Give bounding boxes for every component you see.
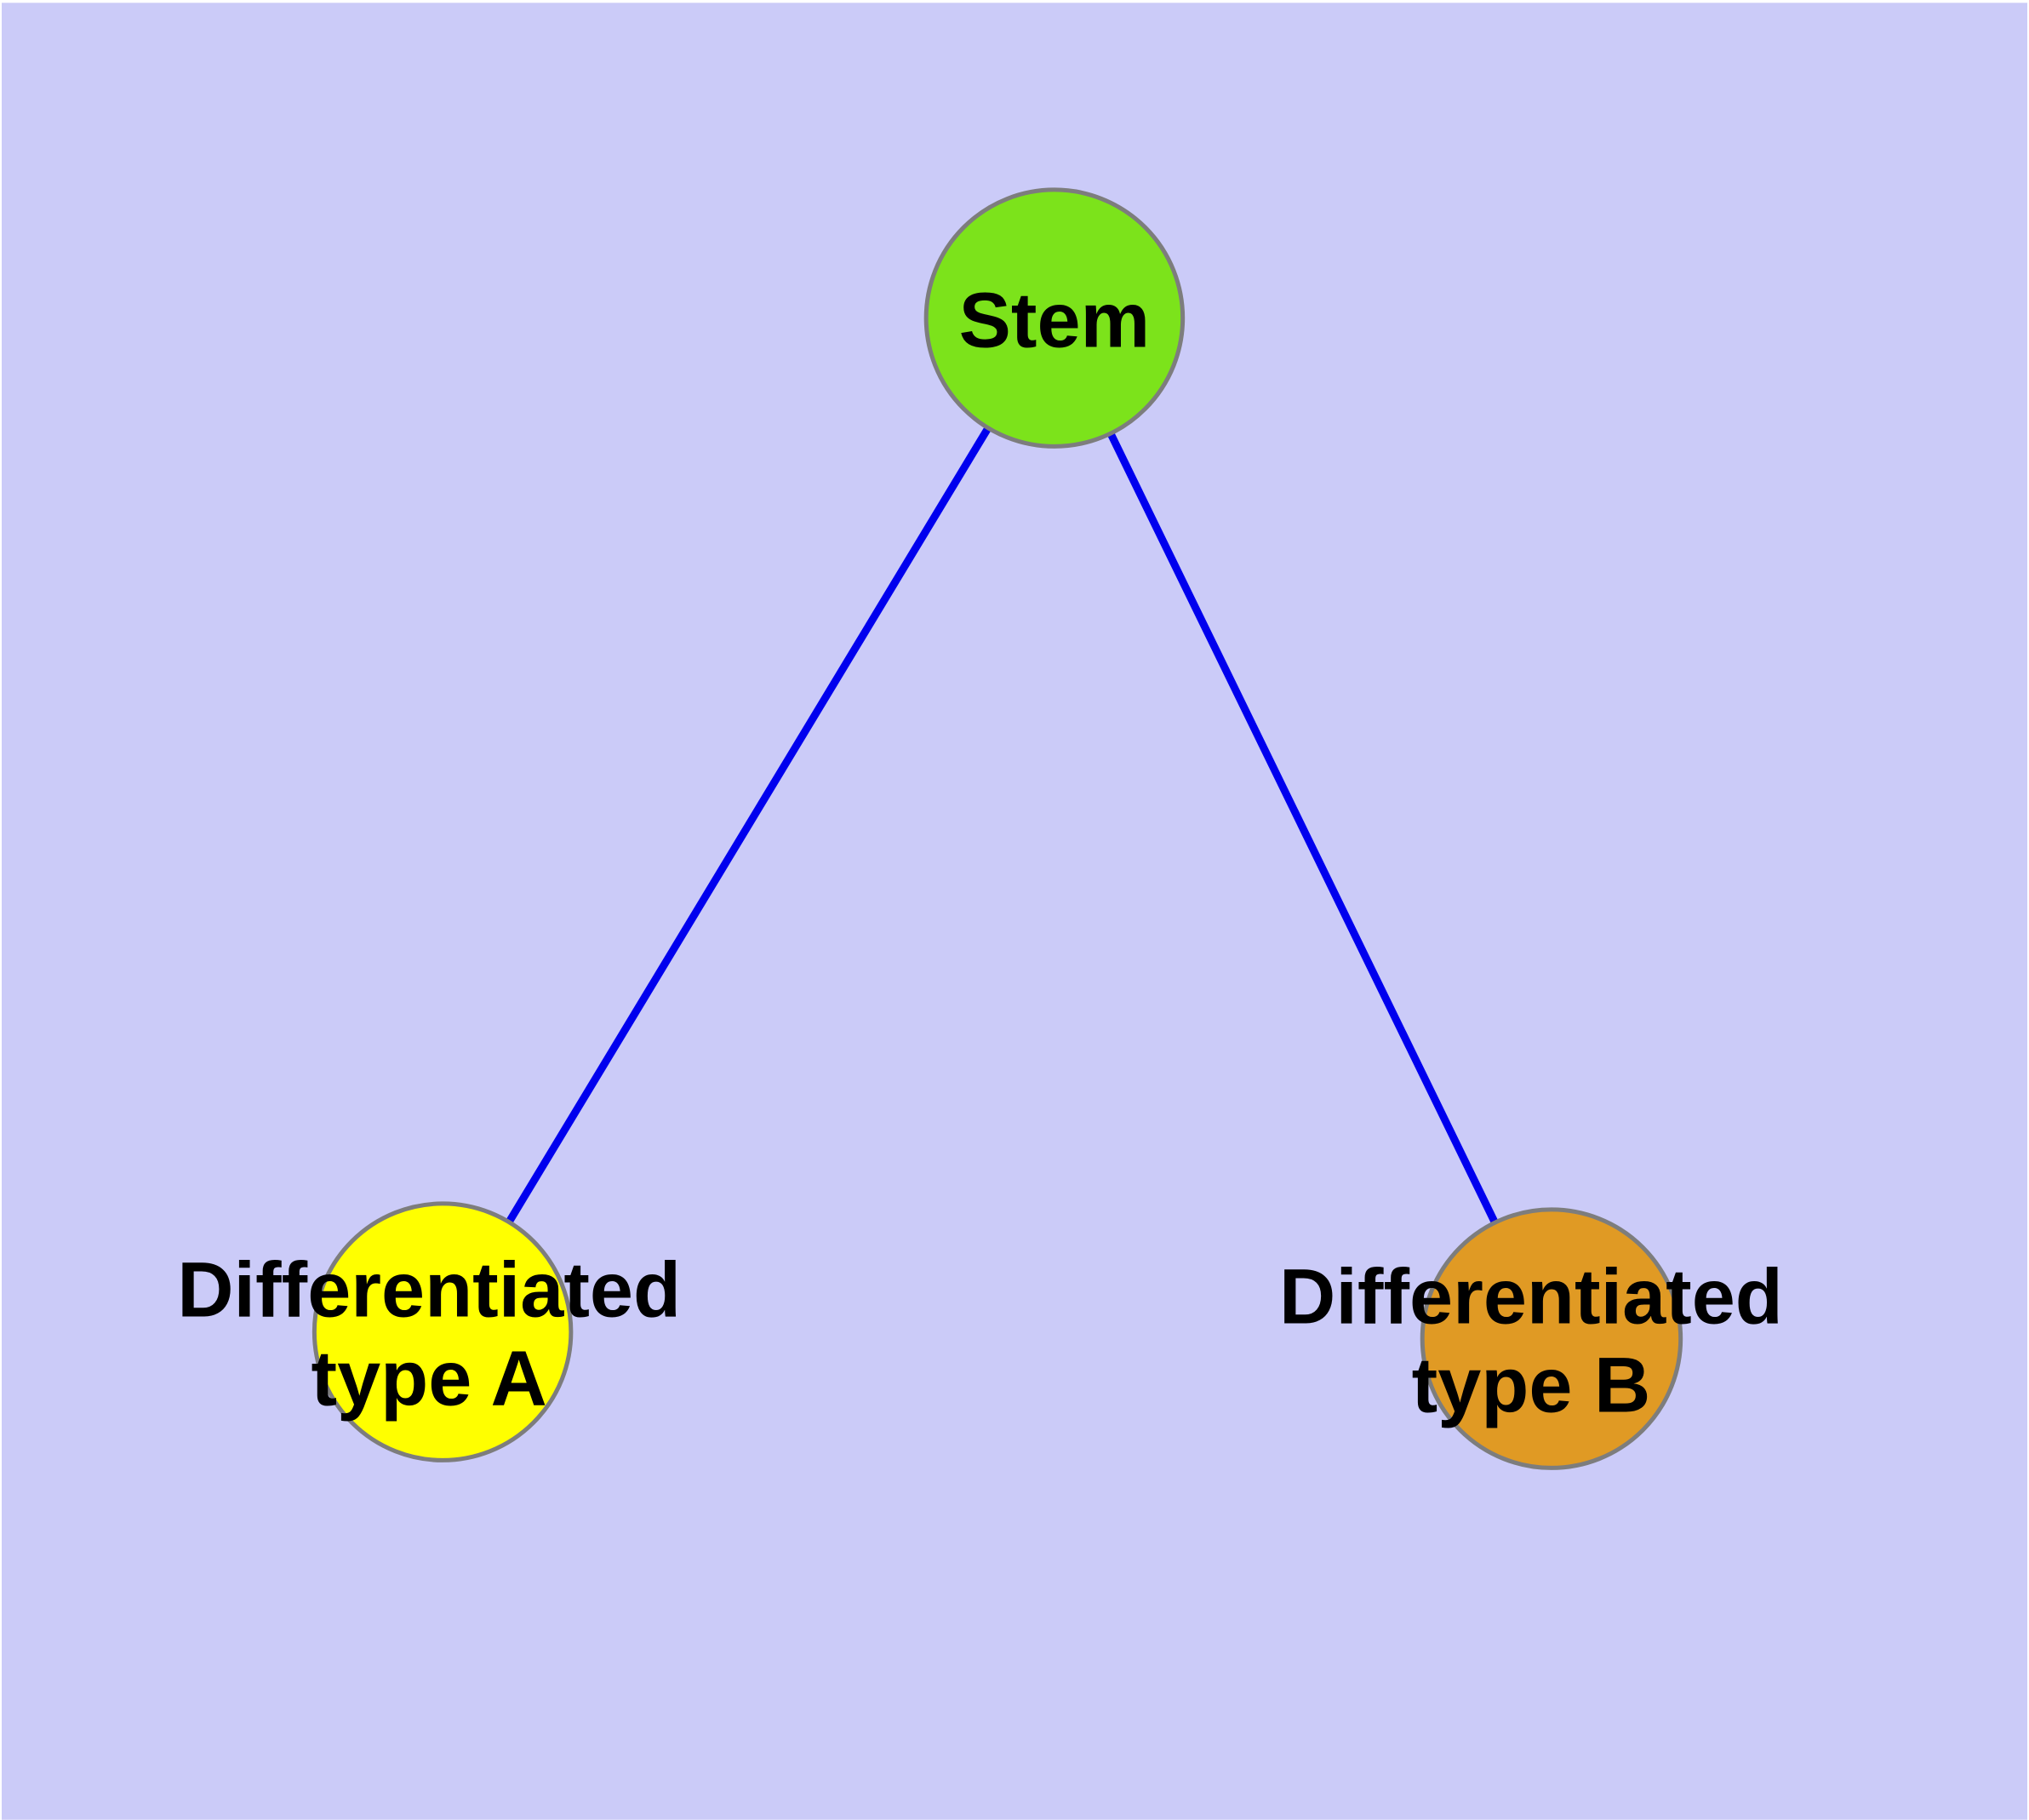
node-diff-b-circle bbox=[1420, 1207, 1683, 1470]
node-diff-b-label: Differentiated bbox=[1279, 1254, 1783, 1341]
node-stem-label: Stem bbox=[959, 278, 1151, 364]
edge-stem-diff-b bbox=[1050, 316, 1555, 1341]
node-diff-a-label: type A bbox=[311, 1336, 547, 1422]
node-diff-b-label: type B bbox=[1412, 1342, 1651, 1429]
node-diff-a-circle bbox=[311, 1201, 574, 1462]
node-stem-circle bbox=[923, 187, 1186, 449]
edge-stem-diff-a bbox=[439, 316, 1058, 1334]
node-diff-a-label: Differentiated bbox=[177, 1247, 681, 1334]
